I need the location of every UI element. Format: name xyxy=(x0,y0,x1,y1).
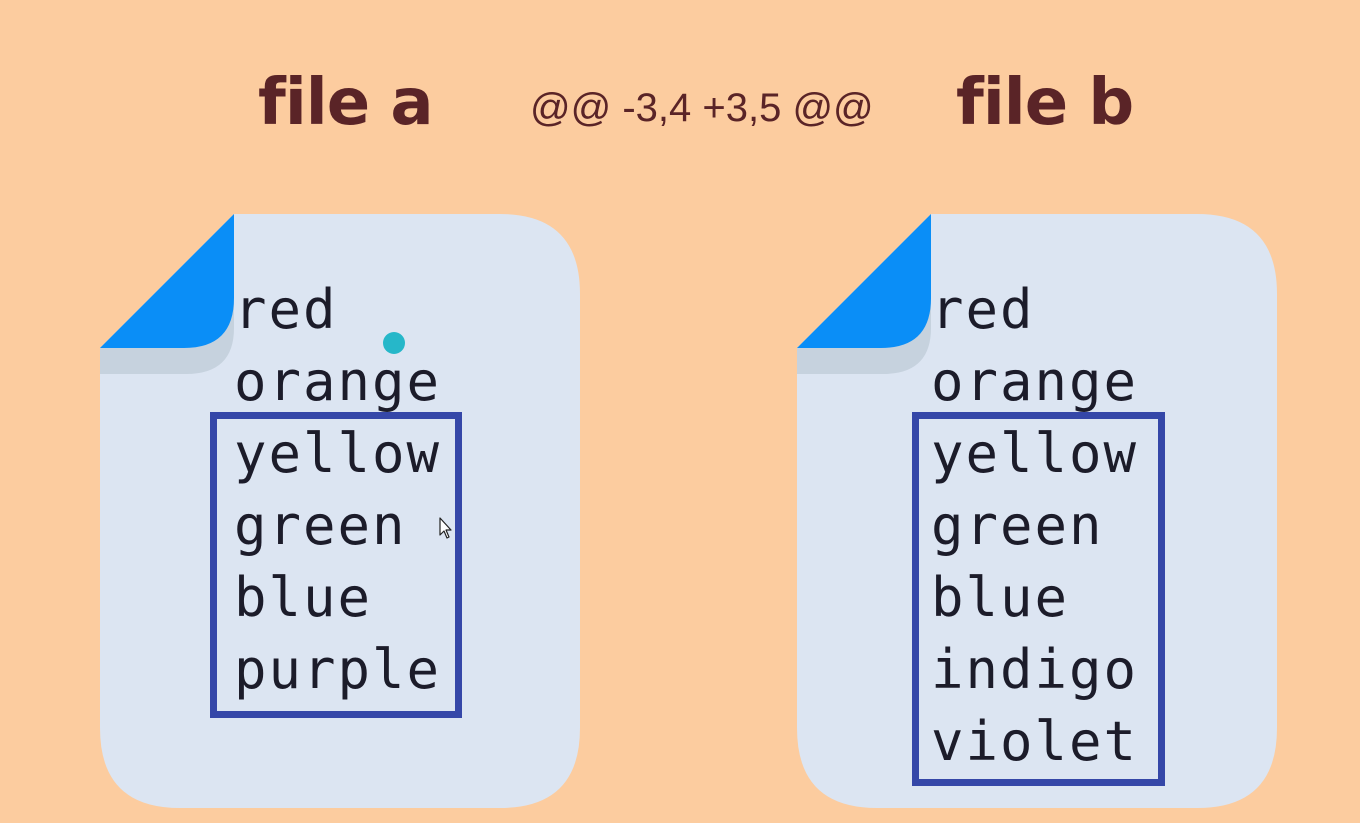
cursor-highlight-icon xyxy=(383,332,405,354)
file-a-document: red orange yellow green blue purple xyxy=(100,214,580,808)
file-b-line-5: blue xyxy=(931,566,1070,629)
file-a-line-1: red xyxy=(234,278,338,341)
file-a-lines: red orange yellow green blue purple xyxy=(234,274,441,706)
file-a-line-6: purple xyxy=(234,638,442,701)
file-a-title: file a xyxy=(258,66,434,140)
file-b-document: red orange yellow green blue indigo viol… xyxy=(797,214,1277,808)
file-b-line-7: violet xyxy=(931,710,1139,773)
file-b-line-1: red xyxy=(931,278,1035,341)
file-a-line-2: orange xyxy=(234,350,442,413)
file-a-line-4: green xyxy=(234,494,407,557)
file-b-lines: red orange yellow green blue indigo viol… xyxy=(931,274,1138,778)
file-b-hunk-box xyxy=(912,412,1165,786)
file-b-line-3: yellow xyxy=(931,422,1139,485)
file-a-line-3: yellow xyxy=(234,422,442,485)
file-b-line-6: indigo xyxy=(931,638,1139,701)
hunk-header: @@ -3,4 +3,5 @@ xyxy=(530,86,874,130)
file-b-line-2: orange xyxy=(931,350,1139,413)
mouse-pointer-icon xyxy=(439,517,452,539)
file-b-line-4: green xyxy=(931,494,1104,557)
file-b-title: file b xyxy=(956,66,1134,140)
file-a-hunk-box xyxy=(210,412,462,718)
file-a-line-5: blue xyxy=(234,566,373,629)
